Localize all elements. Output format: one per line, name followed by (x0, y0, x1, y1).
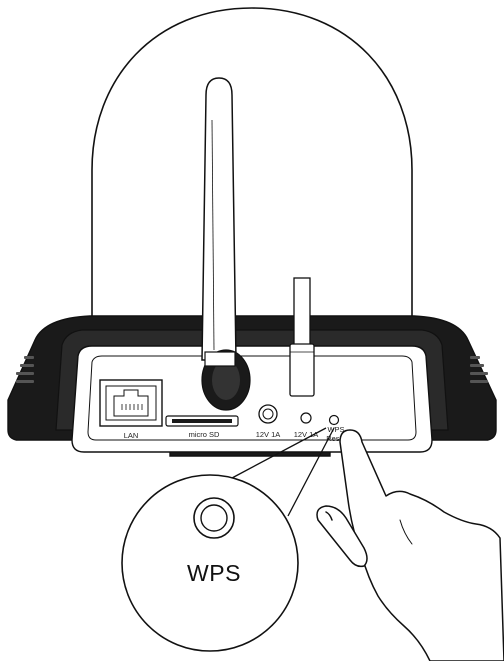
power-out-label: 12V 1A (294, 430, 319, 439)
power-out-icon (300, 412, 312, 424)
power-cable-icon (289, 277, 315, 397)
wps-reset-button-icon (328, 414, 340, 426)
callout-line-b (287, 427, 335, 517)
rear-panel-inner (87, 355, 417, 441)
power-jack-label: 12V 1A (256, 430, 281, 439)
lan-label: LAN (124, 431, 139, 440)
wps-reset-label-line1: WPS (327, 425, 344, 434)
wps-zoom-callout: WPS (121, 474, 299, 652)
callout-line-a (231, 427, 327, 479)
zoom-wps-label: WPS (187, 560, 241, 586)
sd-slot-icon (165, 415, 239, 427)
ethernet-port-icon (99, 379, 163, 427)
right-grille (470, 356, 488, 383)
left-grille (16, 356, 34, 383)
camera-dome (91, 7, 413, 331)
antenna-icon (201, 77, 251, 411)
hand-icon (316, 429, 504, 662)
zoom-button-icon (193, 497, 235, 539)
wps-reset-label-line2: Reset (326, 434, 347, 443)
dc-jack-icon (258, 404, 278, 424)
micro-sd-label: micro SD (189, 430, 220, 439)
